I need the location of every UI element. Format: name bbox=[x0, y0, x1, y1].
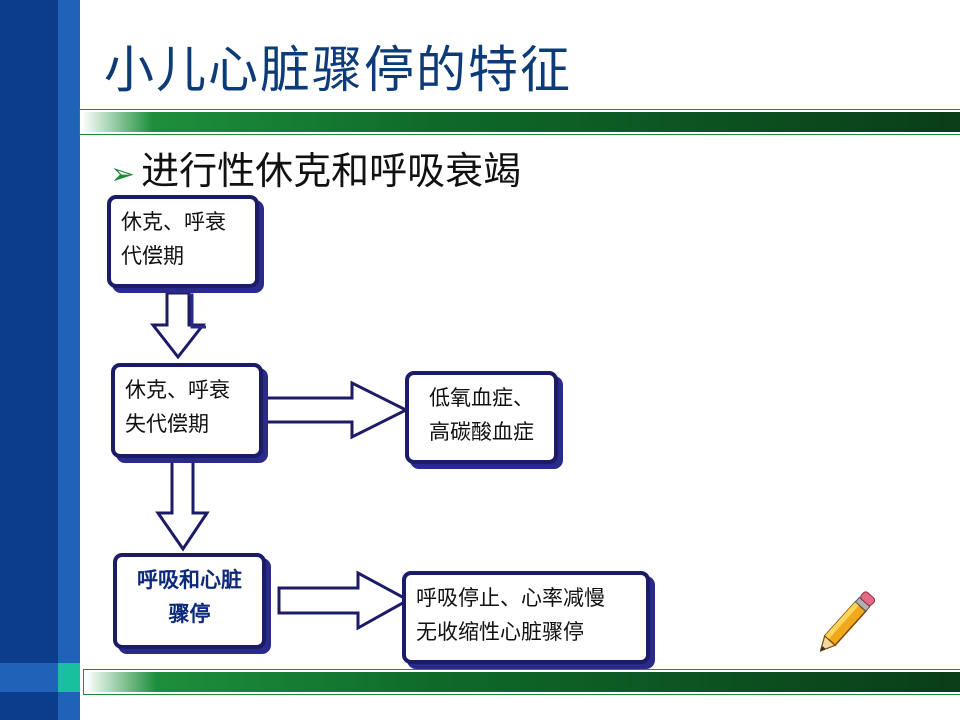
box4-line1: 呼吸和心脏 bbox=[137, 567, 242, 592]
sidebar-teal-block bbox=[58, 663, 80, 692]
box2-line1: 休克、呼衰 bbox=[125, 378, 230, 402]
flow-box-hypoxemia: 低氧血症、 高碳酸血症 bbox=[405, 371, 558, 464]
bullet-point: ➢进行性休克和呼吸衰竭 bbox=[110, 140, 521, 195]
sidebar-light-stripe bbox=[58, 0, 80, 720]
right-arrow-1 bbox=[263, 380, 410, 440]
box3-line1: 低氧血症、 bbox=[429, 386, 534, 410]
bullet-arrow-icon: ➢ bbox=[110, 157, 136, 192]
sidebar-accent-block bbox=[0, 663, 58, 692]
bullet-text: 进行性休克和呼吸衰竭 bbox=[141, 149, 522, 193]
box2-line2: 失代偿期 bbox=[125, 412, 209, 436]
down-arrow-1-shadow bbox=[189, 293, 206, 329]
box5-line1: 呼吸停止、心率减慢 bbox=[416, 586, 605, 610]
pencil-icon bbox=[819, 591, 876, 653]
sidebar-dark-stripe bbox=[0, 0, 58, 720]
flow-box-decompensated: 休克、呼衰 失代偿期 bbox=[111, 363, 263, 458]
box5-line2: 无收缩性心脏骤停 bbox=[416, 620, 584, 644]
box1-line2: 代偿期 bbox=[121, 244, 184, 268]
flow-box-compensated: 休克、呼衰 代偿期 bbox=[107, 195, 259, 288]
title-divider-bar bbox=[80, 110, 960, 134]
slide-title: 小儿心脏骤停的特征 bbox=[104, 41, 572, 99]
flow-box-outcome: 呼吸停止、心率减慢 无收缩性心脏骤停 bbox=[402, 571, 650, 664]
box3-line2: 高碳酸血症 bbox=[429, 420, 534, 444]
box4-line2: 骤停 bbox=[168, 601, 211, 626]
flow-box-arrest: 呼吸和心脏 骤停 bbox=[113, 553, 266, 649]
footer-divider-bar bbox=[84, 670, 960, 694]
right-arrow-2 bbox=[277, 570, 412, 631]
down-arrow-1 bbox=[149, 291, 207, 360]
box1-line1: 休克、呼衰 bbox=[121, 210, 226, 234]
down-arrow-2 bbox=[155, 459, 210, 552]
